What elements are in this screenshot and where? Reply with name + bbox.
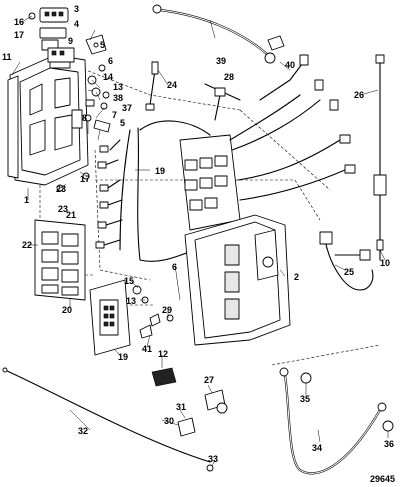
vertical-lead <box>373 54 387 261</box>
callout-6b: 6 <box>172 262 177 272</box>
aux-harness <box>319 231 374 291</box>
callout-38: 38 <box>113 93 123 103</box>
callout-39: 39 <box>216 56 226 66</box>
callout-19: 19 <box>155 166 165 176</box>
callout-14: 14 <box>103 72 113 82</box>
fuse-relay-block <box>34 219 86 301</box>
leader-lines <box>11 15 389 467</box>
callout-20: 20 <box>62 305 72 315</box>
callout-8: 8 <box>82 113 87 123</box>
callout-21: 21 <box>66 210 76 220</box>
callout-18: 19 <box>118 352 128 362</box>
callout-5b: 5 <box>120 118 125 128</box>
small-hardware <box>132 285 174 339</box>
callout-36: 36 <box>384 439 394 449</box>
callout-11: 11 <box>2 52 12 62</box>
callout-22: 22 <box>22 240 32 250</box>
lower-connectors <box>177 389 228 472</box>
callout-33: 33 <box>208 454 218 464</box>
electrical-plate-bracket <box>7 54 97 186</box>
ferrite-core <box>151 367 177 387</box>
callout-26: 26 <box>354 90 364 100</box>
callout-35: 35 <box>300 394 310 404</box>
long-lead <box>2 367 211 463</box>
callout-13: 13 <box>113 82 123 92</box>
callout-12: 12 <box>158 349 168 359</box>
callout-4: 4 <box>74 19 79 29</box>
callout-6: 6 <box>108 56 113 66</box>
callout-24: 24 <box>167 80 177 90</box>
figure-id: 29645 <box>370 474 395 484</box>
callout-25: 25 <box>344 267 354 277</box>
callout-41: 41 <box>142 344 152 354</box>
callout-3: 3 <box>74 4 79 14</box>
callout-37: 37 <box>122 103 132 113</box>
callout-28: 28 <box>224 72 234 82</box>
battery-cable <box>279 367 387 475</box>
callout-15: 15 <box>124 276 134 286</box>
callout-17b: 17 <box>80 174 90 184</box>
terminal-nuts <box>300 372 394 432</box>
callout-30: 30 <box>164 416 174 426</box>
callout-34: 34 <box>312 443 322 453</box>
callout-40: 40 <box>285 60 295 70</box>
callout-23a: 23 <box>56 184 66 194</box>
callout-9: 9 <box>68 36 73 46</box>
battery-lead-top <box>152 4 285 64</box>
callout-31: 31 <box>176 402 186 412</box>
callout-29: 29 <box>162 305 172 315</box>
callout-7: 7 <box>112 110 117 120</box>
callout-32: 32 <box>78 426 88 436</box>
connector-cap <box>28 7 75 63</box>
electrical-cover <box>184 214 291 346</box>
clip-bracket <box>85 34 107 55</box>
callout-labels: 16 17 3 4 9 5 11 6 14 13 38 37 7 5 8 24 … <box>2 4 395 484</box>
callout-2: 2 <box>294 272 299 282</box>
callout-16: 16 <box>14 17 24 27</box>
callout-27: 27 <box>204 375 214 385</box>
callout-17: 17 <box>14 30 24 40</box>
harness-junction <box>179 54 356 231</box>
ecm-module <box>89 279 131 356</box>
assembly-dash-lines <box>39 59 381 366</box>
callout-13b: 13 <box>126 296 136 306</box>
callout-23b: 23 <box>58 204 68 214</box>
callout-1: 1 <box>24 195 29 205</box>
callout-10: 10 <box>380 258 390 268</box>
callout-5: 5 <box>100 40 105 50</box>
sensor-lead <box>145 61 241 111</box>
engine-wiring-harness <box>95 120 211 262</box>
